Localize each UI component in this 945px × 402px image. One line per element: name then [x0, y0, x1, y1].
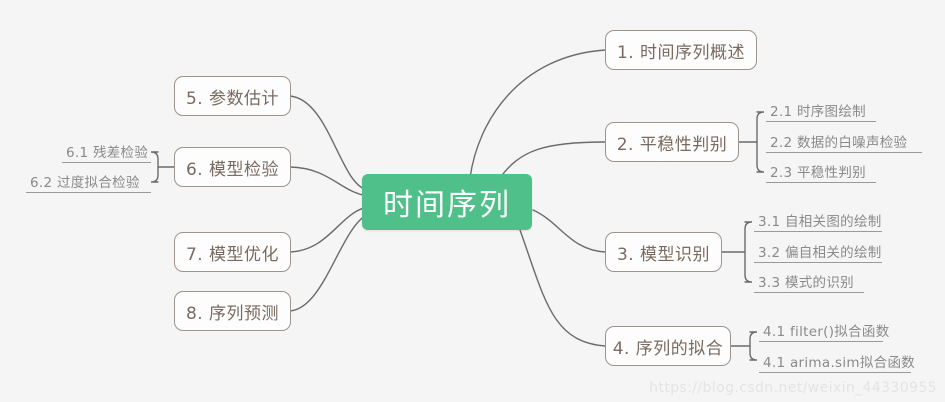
- central-node[interactable]: 时间序列: [362, 174, 532, 230]
- branch-node-4-label: 4. 序列的拟合: [612, 338, 724, 359]
- branch-node-1-label: 1. 时间序列概述: [616, 42, 746, 63]
- leaf-node-2-2[interactable]: 2.2 数据的白噪声检验: [766, 131, 922, 153]
- central-node-label: 时间序列: [383, 188, 511, 223]
- branch-node-5[interactable]: 5. 参数估计: [174, 76, 291, 116]
- link-center-to-branch1: [469, 49, 606, 179]
- leaf-node-6-2-label: 6.2 过度拟合检验: [30, 175, 140, 191]
- branch-node-2[interactable]: 2. 平稳性判别: [605, 122, 739, 162]
- bracket-branch6: [150, 151, 159, 183]
- watermark: https://blog.csdn.net/weixin_44330955: [649, 380, 937, 396]
- leaf-node-6-2[interactable]: 6.2 过度拟合检验: [26, 171, 151, 193]
- leaf-node-2-3-label: 2.3 平稳性判别: [770, 165, 866, 181]
- link-center-to-branch6: [289, 166, 369, 197]
- leaf-node-3-3-label: 3.3 模式的识别: [758, 275, 854, 291]
- bracket-branch2: [756, 111, 765, 173]
- leaf-node-2-2-label: 2.2 数据的白噪声检验: [770, 135, 908, 151]
- leaf-node-4-2[interactable]: 4.1 arima.sim拟合函数: [759, 351, 915, 373]
- leaf-node-2-3[interactable]: 2.3 平稳性判别: [766, 161, 876, 183]
- leaf-node-4-1[interactable]: 4.1 filter()拟合函数: [759, 320, 889, 342]
- link-center-to-branch2: [499, 141, 606, 179]
- leaf-node-6-1-label: 6.1 残差检验: [66, 145, 149, 161]
- branch-node-2-label: 2. 平稳性判别: [616, 134, 728, 155]
- branch-node-1[interactable]: 1. 时间序列概述: [605, 30, 757, 70]
- branch-node-3[interactable]: 3. 模型识别: [605, 232, 722, 272]
- branch-node-5-label: 5. 参数估计: [185, 88, 280, 109]
- link-center-to-branch3: [532, 209, 606, 253]
- branch-node-7-label: 7. 模型优化: [185, 244, 280, 265]
- link-center-to-branch4: [519, 229, 606, 347]
- branch-node-7[interactable]: 7. 模型优化: [174, 232, 291, 272]
- link-center-to-branch7: [289, 206, 369, 253]
- link-center-to-branch5: [289, 95, 369, 191]
- bracket-branch3: [744, 221, 753, 283]
- leaf-node-3-1-label: 3.1 自相关图的绘制: [758, 214, 882, 230]
- branch-node-3-label: 3. 模型识别: [616, 244, 711, 265]
- leaf-node-3-3[interactable]: 3.3 模式的识别: [754, 271, 864, 293]
- branch-node-6[interactable]: 6. 模型检验: [174, 147, 291, 187]
- link-center-to-branch8: [289, 213, 369, 312]
- leaf-node-6-1[interactable]: 6.1 残差检验: [62, 141, 151, 163]
- branch-node-8[interactable]: 8. 序列预测: [174, 291, 291, 331]
- branch-node-8-label: 8. 序列预测: [185, 303, 280, 324]
- bracket-branch4: [749, 331, 758, 361]
- leaf-node-3-2-label: 3.2 偏自相关的绘制: [758, 245, 882, 261]
- leaf-node-3-2[interactable]: 3.2 偏自相关的绘制: [754, 241, 882, 263]
- leaf-node-4-2-label: 4.1 arima.sim拟合函数: [763, 355, 916, 371]
- branch-node-6-label: 6. 模型检验: [185, 159, 280, 180]
- branch-node-4[interactable]: 4. 序列的拟合: [605, 326, 731, 366]
- leaf-node-4-1-label: 4.1 filter()拟合函数: [763, 324, 890, 340]
- leaf-node-2-1-label: 2.1 时序图绘制: [770, 104, 866, 120]
- leaf-node-2-1[interactable]: 2.1 时序图绘制: [766, 100, 876, 122]
- leaf-node-3-1[interactable]: 3.1 自相关图的绘制: [754, 210, 882, 232]
